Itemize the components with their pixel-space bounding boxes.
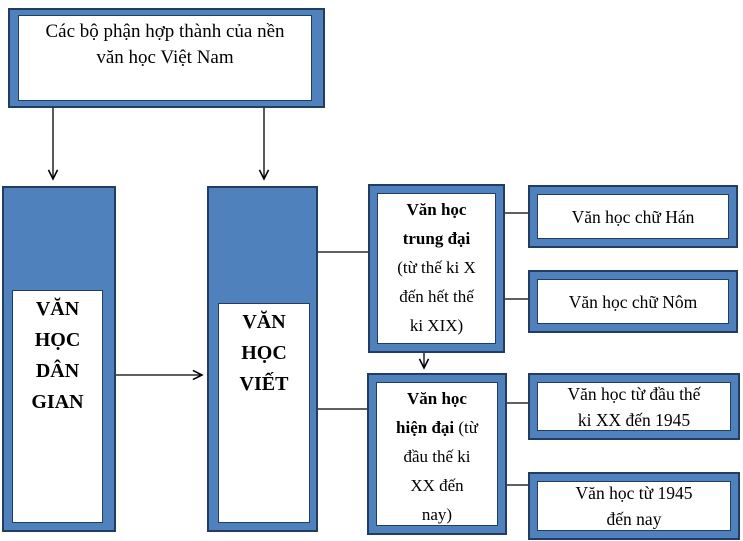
nom-box: Văn học chữ Nôm <box>528 270 738 333</box>
nom-box-text: Văn học chữ Nôm <box>568 291 698 312</box>
han-box-text: Văn học chữ Hán <box>571 206 695 227</box>
han-box: Văn học chữ Hán <box>528 185 738 248</box>
